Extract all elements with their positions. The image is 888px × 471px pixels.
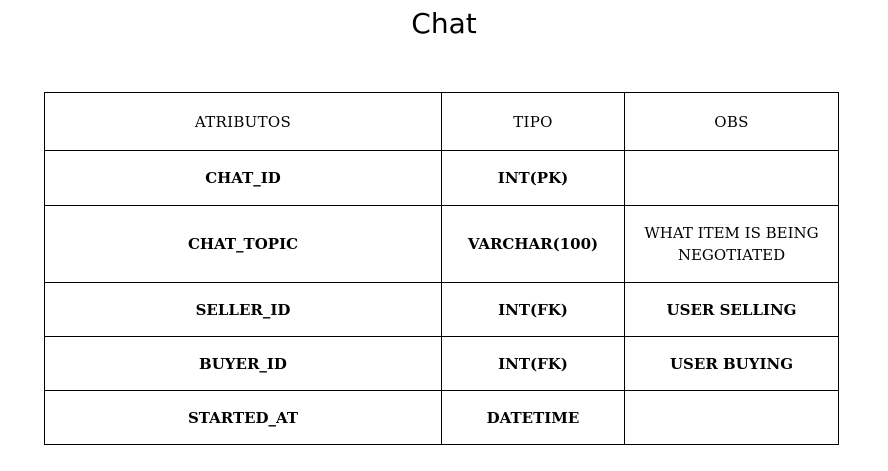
obs-cell (624, 150, 839, 206)
header-tipo: TIPO (441, 92, 625, 151)
attributes-table: ATRIBUTOS TIPO OBS CHAT_ID INT(PK) CHAT_… (44, 92, 839, 445)
table-row: BUYER_ID INT(FK) USER BUYING (44, 336, 839, 391)
table-row: SELLER_ID INT(FK) USER SELLING (44, 282, 839, 337)
table-row: CHAT_ID INT(PK) (44, 150, 839, 206)
obs-cell: USER SELLING (624, 282, 839, 337)
type-cell: DATETIME (441, 390, 625, 445)
attribute-cell: CHAT_ID (44, 150, 442, 206)
table-row: CHAT_TOPIC VARCHAR(100) WHAT ITEM IS BEI… (44, 205, 839, 283)
type-cell: INT(PK) (441, 150, 625, 206)
obs-cell: WHAT ITEM IS BEING NEGOTIATED (624, 205, 839, 283)
table-header-row: ATRIBUTOS TIPO OBS (44, 92, 839, 151)
attribute-cell: CHAT_TOPIC (44, 205, 442, 283)
attribute-cell: SELLER_ID (44, 282, 442, 337)
obs-cell (624, 390, 839, 445)
type-cell: INT(FK) (441, 282, 625, 337)
obs-cell: USER BUYING (624, 336, 839, 391)
type-cell: VARCHAR(100) (441, 205, 625, 283)
header-obs: OBS (624, 92, 839, 151)
header-atributos: ATRIBUTOS (44, 92, 442, 151)
type-cell: INT(FK) (441, 336, 625, 391)
attribute-cell: STARTED_AT (44, 390, 442, 445)
attribute-cell: BUYER_ID (44, 336, 442, 391)
page-title: Chat (411, 7, 477, 40)
table-row: STARTED_AT DATETIME (44, 390, 839, 445)
